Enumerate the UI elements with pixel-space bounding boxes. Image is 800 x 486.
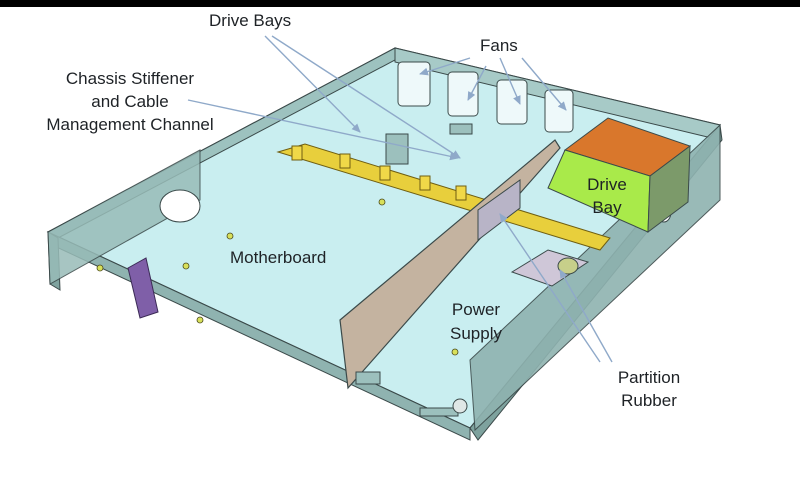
drive-bay-side	[647, 144, 691, 234]
cable-hole	[159, 189, 201, 223]
leader-arrows	[187, 35, 613, 363]
label-motherboard: Motherboard	[230, 248, 327, 267]
label-drive-bay-line2: Bay	[592, 198, 622, 217]
label-chassis-stiffener-line1: Chassis Stiffener	[65, 69, 195, 88]
floor-hardware	[355, 123, 473, 417]
label-chassis-stiffener-line3: Management Channel	[46, 115, 214, 134]
top-black-bar	[0, 0, 800, 7]
label-partition-rubber-line2: Rubber	[621, 391, 677, 410]
label-power-supply-line2: Supply	[450, 324, 502, 343]
label-drive-bay-line1: Drive	[587, 175, 627, 194]
fan-openings	[397, 61, 574, 133]
rail-tabs	[291, 145, 467, 201]
label-chassis-stiffener-line2: and Cable	[91, 92, 169, 111]
purple-bracket	[127, 257, 159, 319]
standoffs	[96, 198, 459, 356]
label-power-supply-line1: Power	[451, 300, 501, 319]
label-partition-rubber-line1: Partition	[617, 368, 681, 387]
left-wall-panel	[47, 149, 201, 285]
label-drive-bays: Drive Bays	[209, 11, 292, 30]
label-fans: Fans	[480, 36, 518, 55]
partition-rubber-pad	[477, 179, 521, 242]
